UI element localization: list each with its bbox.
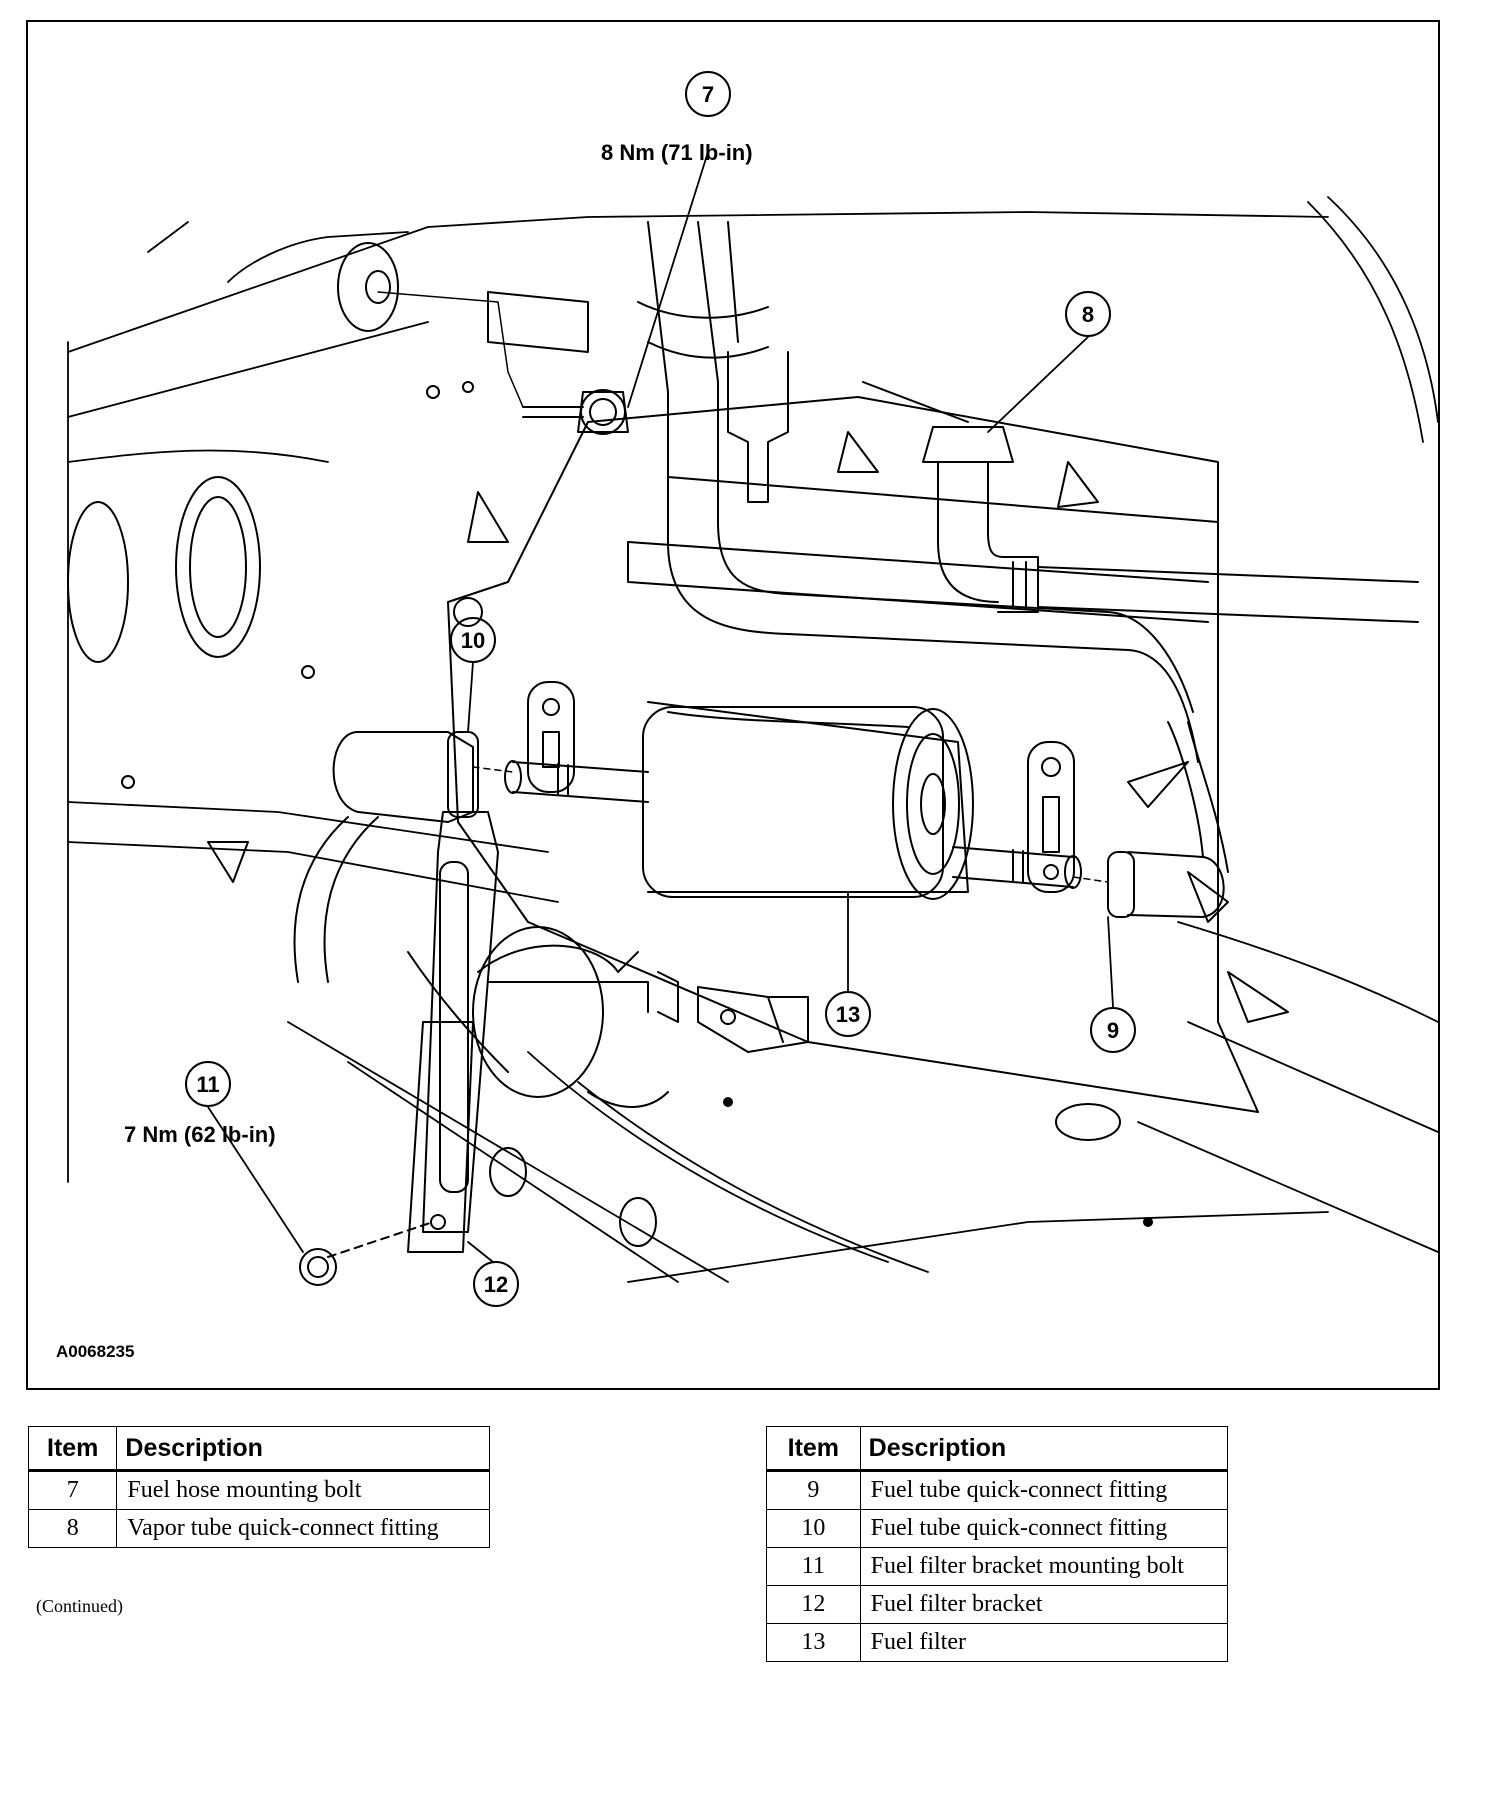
fuel-filter-drawing: 7 8 9 10 11 12 13: [67, 71, 1439, 1307]
bracket-mounting-bolt: [299, 1221, 434, 1286]
description-column-header: Description: [116, 1426, 490, 1472]
item-number: 10: [766, 1509, 861, 1548]
item-number: 13: [766, 1623, 861, 1662]
alignment-lines: [377, 291, 1109, 883]
table-row: 8 Vapor tube quick-connect fitting: [27, 1509, 490, 1548]
description-column-header: Description: [859, 1426, 1229, 1472]
legend-header-row: Item Description: [766, 1426, 1229, 1472]
callout-13-label: 13: [836, 1002, 860, 1027]
item-description: Fuel tube quick-connect fitting: [859, 1509, 1229, 1548]
item-number: 11: [766, 1547, 861, 1586]
item-number: 9: [766, 1470, 861, 1510]
callout-13: [825, 991, 871, 1037]
table-row: 10 Fuel tube quick-connect fitting: [766, 1509, 1229, 1548]
callout-9: [1090, 1007, 1136, 1053]
item-description: Fuel filter: [859, 1623, 1229, 1662]
legend-table-right: Item Description 9 Fuel tube quick-conne…: [766, 1426, 1229, 1662]
item-description: Fuel tube quick-connect fitting: [859, 1470, 1229, 1510]
item-description: Fuel filter bracket mounting bolt: [859, 1547, 1229, 1586]
item-column-header: Item: [27, 1426, 118, 1472]
item-column-header: Item: [766, 1426, 861, 1472]
callout-7-label: 7: [702, 82, 714, 107]
callout-12: [473, 1261, 519, 1307]
callout-9-label: 9: [1107, 1018, 1119, 1043]
table-row: 9 Fuel tube quick-connect fitting: [766, 1470, 1229, 1510]
callout-11-label: 11: [196, 1072, 219, 1097]
item-number: 7: [27, 1470, 118, 1510]
fuel-tube-fitting-10: [293, 731, 479, 983]
fuel-hose-upper: [637, 221, 1199, 763]
fuel-filter-canister: [642, 701, 974, 900]
mounting-panel: [67, 396, 1289, 1247]
legend-header-row: Item Description: [27, 1426, 490, 1472]
vapor-tube-elbow: [862, 381, 1419, 623]
filter-inlet-tube: [504, 760, 649, 803]
callout-7: [685, 71, 731, 117]
fuel-filter-bracket: [407, 811, 679, 1253]
callout-11: [185, 1061, 231, 1107]
vehicle-frame-lines: [67, 196, 1439, 1283]
table-row: 12 Fuel filter bracket: [766, 1585, 1229, 1624]
callout-10-label: 10: [461, 628, 485, 653]
exploded-view-figure: 7 8 9 10 11 12 13 8 Nm (71 lb-in) 7 Nm (…: [26, 20, 1440, 1390]
item-description: Fuel filter bracket: [859, 1585, 1229, 1624]
legend-table-left: Item Description 7 Fuel hose mounting bo…: [27, 1426, 490, 1548]
leader-lines: [207, 151, 1114, 1263]
table-row: 13 Fuel filter: [766, 1623, 1229, 1662]
filter-outlet-tube: [952, 846, 1082, 889]
item-number: 8: [27, 1509, 118, 1548]
item-number: 12: [766, 1585, 861, 1624]
callout-numbers: 7 8 9 10 11 12 13: [196, 82, 1119, 1297]
callout-10: [450, 617, 496, 663]
callout-circles: [185, 71, 1136, 1307]
item-description: Fuel hose mounting bolt: [116, 1470, 490, 1510]
fuel-hose-mounting-bolt: [522, 389, 629, 435]
callout-8: [1065, 291, 1111, 337]
torque-spec-7: 8 Nm (71 lb-in): [601, 140, 753, 165]
table-row: 11 Fuel filter bracket mounting bolt: [766, 1547, 1229, 1586]
mounting-tab: [697, 986, 809, 1053]
table-row: 7 Fuel hose mounting bolt: [27, 1470, 490, 1510]
fuel-tube-fitting-9: [1107, 721, 1229, 918]
callout-8-label: 8: [1082, 302, 1094, 327]
upper-grommet: [337, 242, 589, 399]
continued-note: (Continued): [36, 1596, 123, 1616]
callout-12-label: 12: [484, 1272, 508, 1297]
figure-code: A0068235: [56, 1342, 135, 1361]
item-description: Vapor tube quick-connect fitting: [116, 1509, 490, 1548]
torque-spec-11: 7 Nm (62 lb-in): [124, 1122, 276, 1147]
